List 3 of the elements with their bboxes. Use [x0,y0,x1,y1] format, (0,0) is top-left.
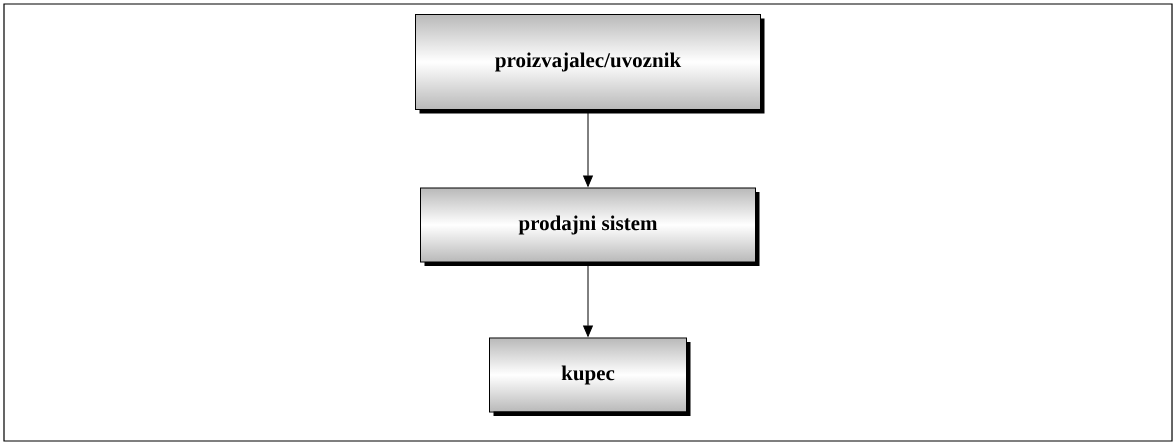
process-box: prodajni sistem [420,187,760,266]
process-box: proizvajalec/uvoznik [415,14,765,114]
process-box: kupec [489,337,691,416]
